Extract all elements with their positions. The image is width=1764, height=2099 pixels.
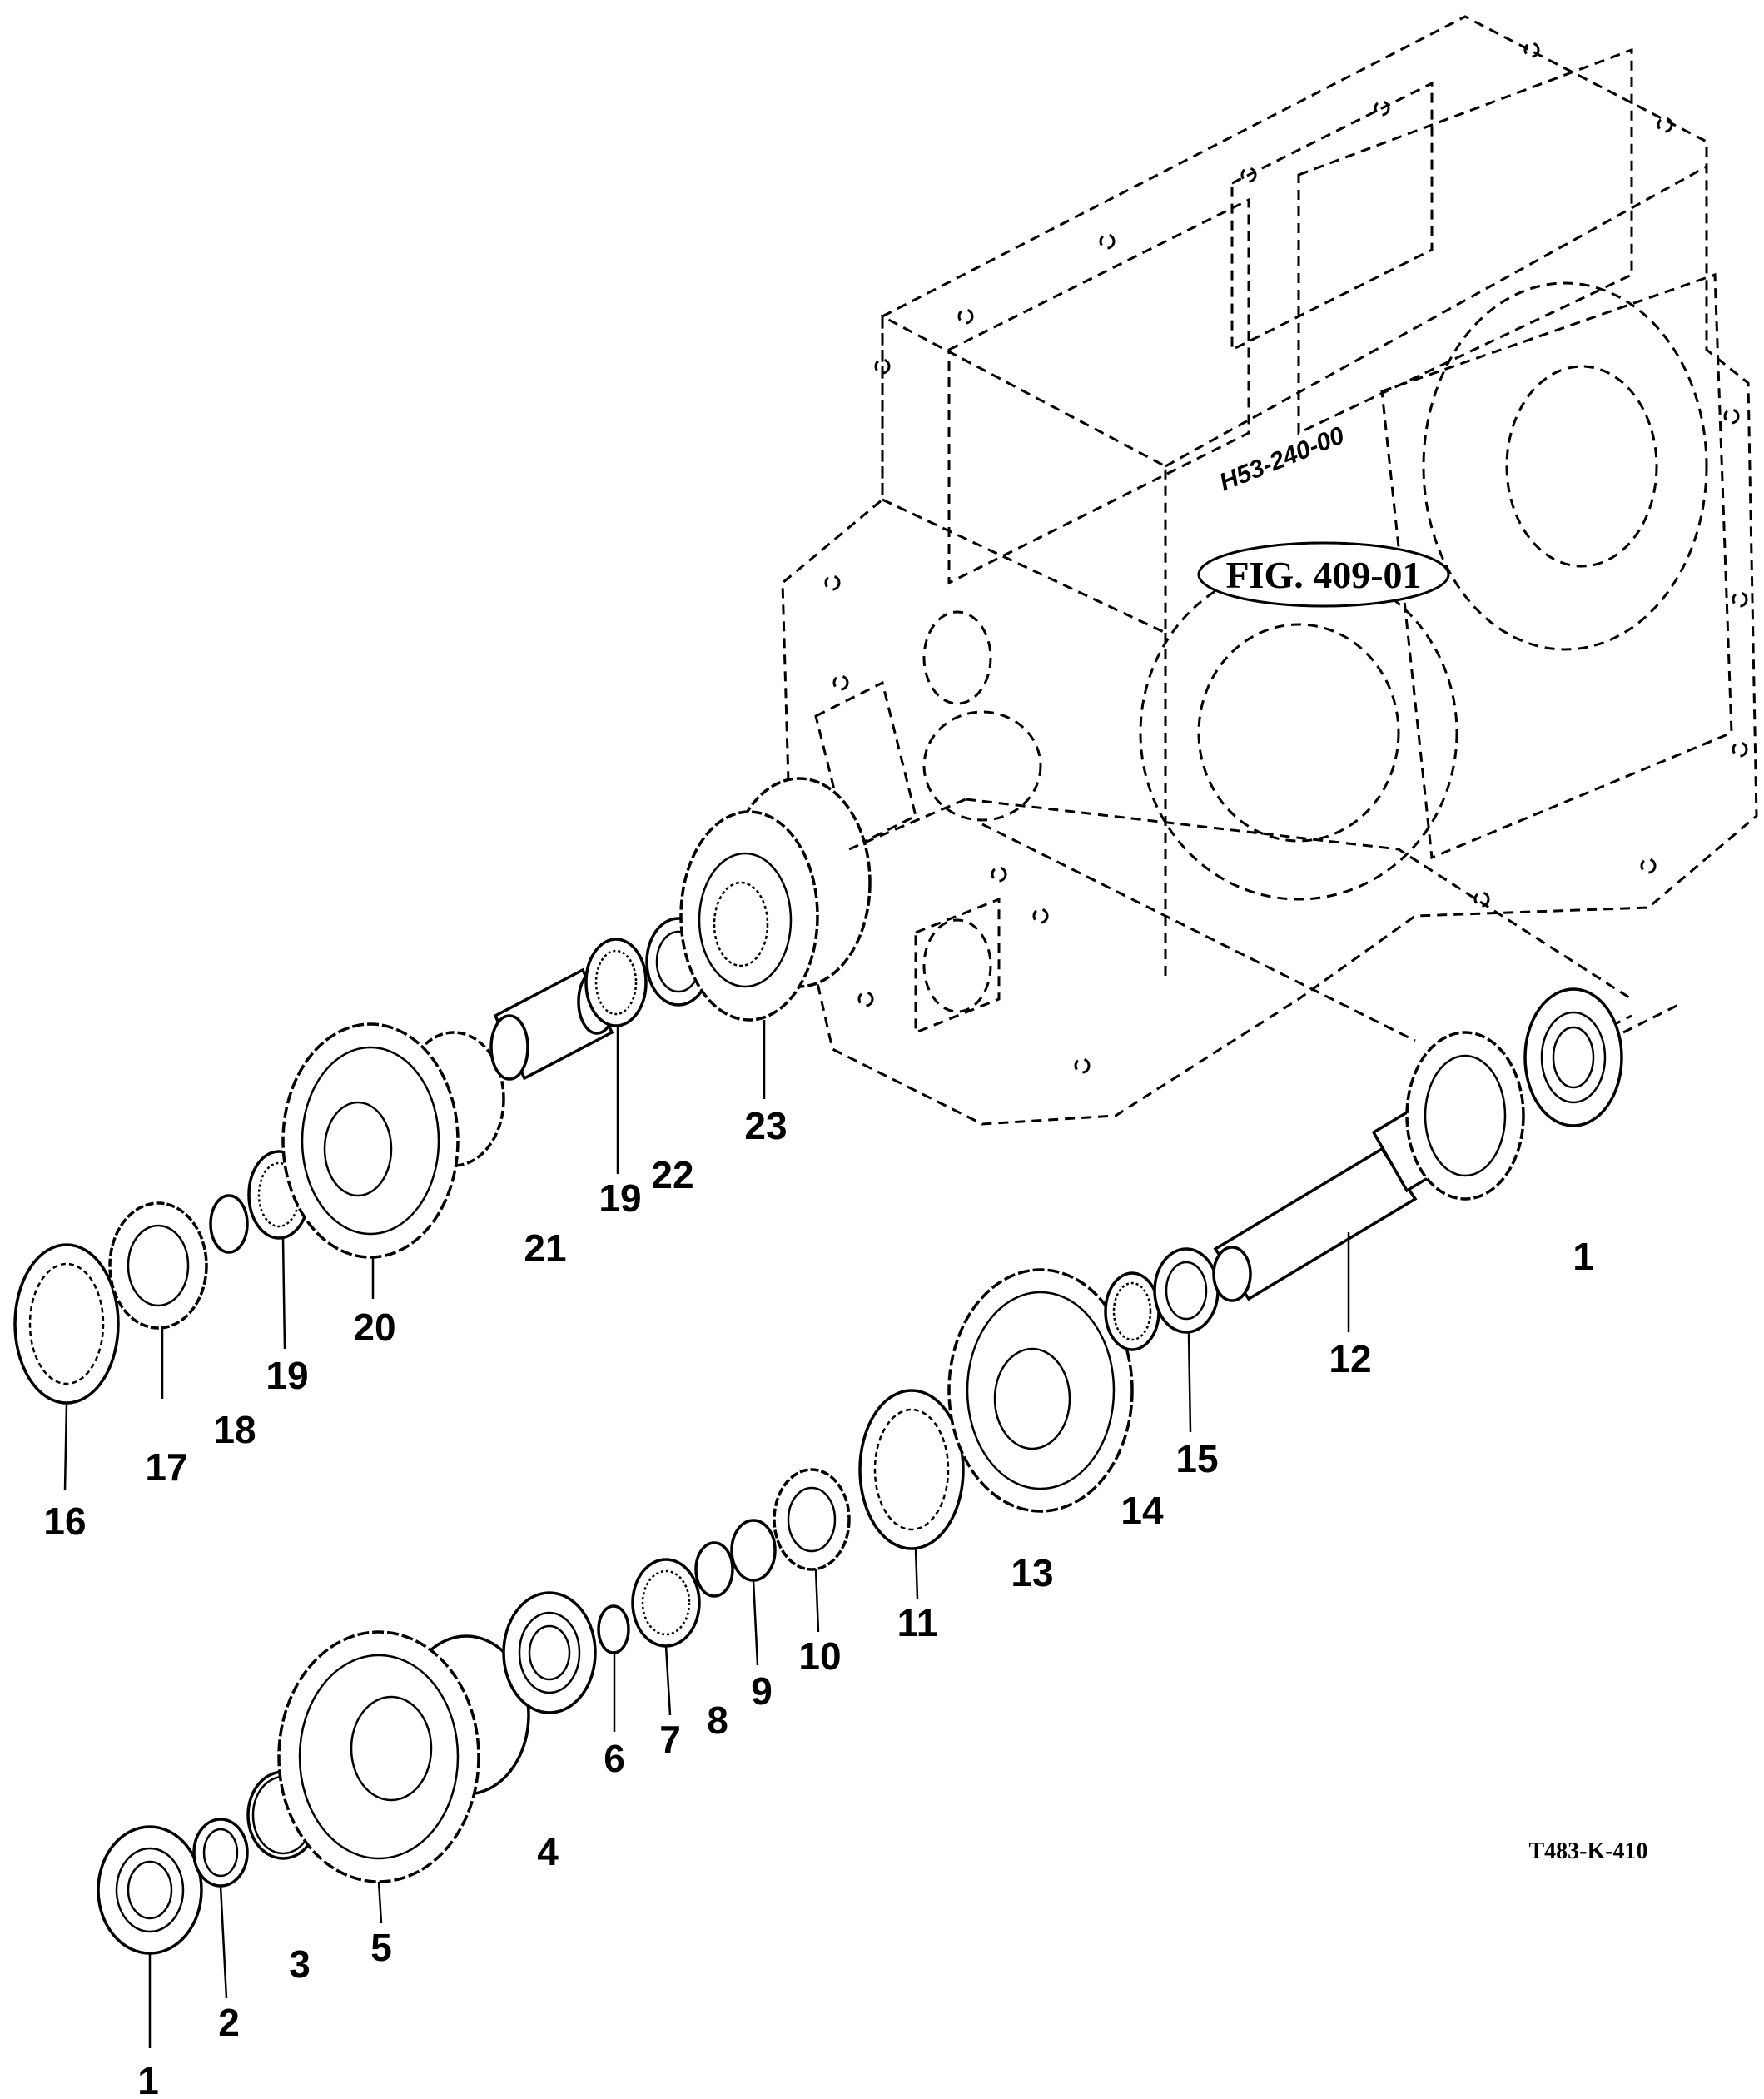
callout-20: 20 [353,1306,395,1349]
callout-2: 2 [218,2001,240,2044]
part-11-sleeve [858,1389,965,1550]
callout-12: 12 [1329,1337,1371,1380]
part-18-snap-ring [209,1194,249,1254]
part-4-bearing [502,1591,597,1714]
figure-reference-badge[interactable]: FIG. 409-01 [1197,541,1450,608]
leader-lines [63,1020,1350,2048]
callout-18: 18 [213,1408,256,1451]
part-12-shaft [1212,1031,1525,1302]
part-10-hub [773,1468,851,1571]
callout-21: 21 [524,1226,566,1270]
callout-5: 5 [370,1926,392,1969]
callout-4: 4 [537,1830,559,1873]
callout-1-upper: 1 [1573,1235,1594,1278]
part-23-gear [679,777,872,1022]
callout-13: 13 [1011,1551,1053,1594]
callout-11: 11 [897,1601,938,1644]
part-1-bearing-lower [97,1825,203,1955]
callout-7: 7 [659,1718,681,1761]
part-6-circlip [597,1604,630,1654]
callout-14: 14 [1121,1489,1164,1532]
part-13-gear [947,1268,1134,1513]
callout-10: 10 [798,1634,841,1678]
part-14-needle-bearing [1104,1271,1160,1351]
callout-15: 15 [1175,1437,1218,1480]
part-19-needle-bearing-right [584,938,648,1027]
part-5-gear [277,1630,530,1883]
part-9-ring [730,1519,777,1582]
callout-16: 16 [43,1500,86,1543]
part-16-sleeve [13,1243,120,1405]
callout-19-left: 19 [266,1354,308,1397]
callout-8: 8 [707,1699,728,1742]
part-8-circlip [694,1541,734,1598]
callout-17: 17 [145,1445,187,1489]
callout-9: 9 [751,1669,773,1713]
drawing-code: T483-K-410 [1528,1838,1647,1864]
callout-22: 22 [651,1153,693,1196]
callout-19-right: 19 [599,1176,641,1220]
callout-6: 6 [604,1737,625,1780]
transmission-housing [781,15,1758,1126]
callout-23: 23 [744,1104,787,1147]
part-20-gear-cluster [281,1022,505,1259]
part-1-bearing-upper [1523,987,1623,1127]
callout-3: 3 [289,1942,311,1986]
callout-1-lower: 1 [137,2059,159,2099]
callout-labels: 1 2 3 5 4 6 7 8 9 10 11 13 14 15 12 1 16… [43,1104,1593,2099]
part-15-washer [1153,1247,1220,1334]
part-7-needle-bearing [631,1558,701,1648]
housing-stamp: H53-240-00 [1215,421,1349,496]
figure-reference-label: FIG. 409-01 [1225,554,1421,596]
part-2-spacer [192,1818,249,1888]
part-17-hub [108,1201,208,1330]
